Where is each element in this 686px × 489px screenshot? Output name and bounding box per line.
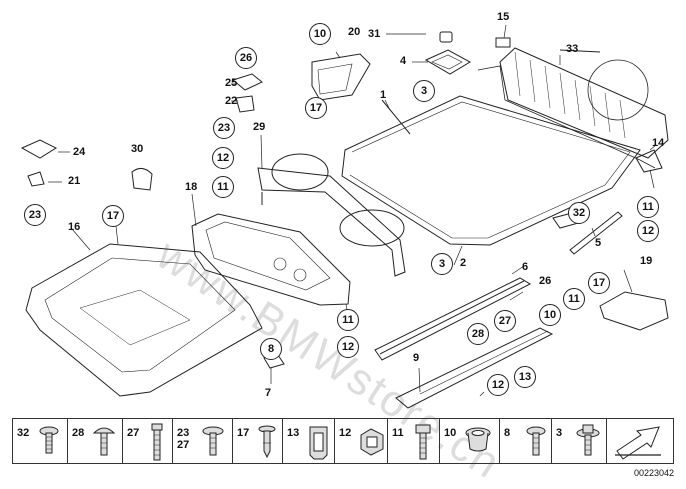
callout-18: 18 [185,181,198,193]
callout-1: 1 [380,89,387,101]
callout-11-circle-right: 11 [637,196,659,218]
callout-17-circle-right: 17 [588,272,610,294]
callout-12-circle-right: 12 [637,220,659,242]
callout-12-circle-rail: 12 [487,374,509,396]
fastener-label: 8 [504,427,511,439]
load-sill-cover [499,47,669,159]
flange-screw-icon [202,426,224,456]
callout-12-circle: 12 [212,147,234,169]
callout-22: 22 [225,95,238,107]
long-screw-icon [151,423,163,461]
fastener-label: 27 [127,427,140,439]
callout-3-circle-lower: 3 [431,253,453,275]
callout-32-circle: 32 [568,202,590,224]
bracket-frame [257,167,406,277]
callout-14: 14 [652,137,665,149]
arrow-cell [607,419,673,463]
fastener-label: 12 [339,427,352,439]
flange-bolt-icon [576,424,600,456]
fastener-27: 27 [123,419,173,463]
fastener-label: 3 [556,427,563,439]
callout-33: 33 [566,43,579,55]
callout-26-circle: 26 [235,47,257,69]
callout-31: 31 [368,28,381,40]
callout-11-circle-rail: 11 [563,288,585,310]
fastener-label: 11 [392,427,404,439]
fastener-label: 17 [237,427,250,439]
spring-clip-icon [309,426,328,460]
tool-tray [191,213,351,306]
expanding-rivet-icon [258,425,276,459]
callout-27-circle: 27 [494,310,516,332]
fastener-12: 12 [335,419,388,463]
document-number: 00223042 [633,468,674,478]
callout-16: 16 [68,221,81,233]
trunk-floor-cover [341,95,641,246]
fastener-28: 28 [68,419,123,463]
fastener-8: 8 [500,419,552,463]
callout-4: 4 [400,55,407,67]
callout-2: 2 [460,257,467,269]
callout-10-circle: 10 [309,23,331,45]
fastener-11: 11 [388,419,440,463]
plastic-nut-icon [360,428,384,456]
callout-11-circle: 11 [212,176,234,198]
callout-25: 25 [225,77,238,89]
flat-head-screw-icon [39,426,59,454]
callout-23-circle: 23 [213,117,235,139]
fastener-legend-strip: 32 28 27 23 27 17 13 12 11 [12,418,674,464]
callout-28-circle: 28 [467,323,489,345]
callout-10-circle-rail: 10 [539,304,561,326]
fastener-label: 28 [72,427,85,439]
callout-15: 15 [497,11,510,23]
callout-26-lower: 26 [539,275,552,287]
hex-bolt-icon [415,424,431,460]
callout-17-circle: 17 [305,97,327,119]
fastener-label: 13 [287,427,300,439]
callout-5: 5 [595,237,602,249]
fastener-23-27: 23 27 [173,419,233,463]
callout-30: 30 [131,143,144,155]
callout-13-circle: 13 [514,366,536,388]
fastener-13: 13 [283,419,335,463]
callout-24: 24 [73,146,86,158]
callout-9: 9 [413,352,420,364]
callout-3-circle: 3 [413,80,435,102]
fastener-17: 17 [233,419,283,463]
exploded-view-drawing [20,24,669,409]
callout-6: 6 [522,261,529,273]
fastener-3: 3 [552,419,607,463]
callout-29: 29 [253,121,266,133]
callout-7: 7 [265,387,272,399]
callout-21: 21 [68,175,81,187]
callout-12-circle-tray: 12 [337,336,359,358]
callout-23-circle-left: 23 [24,204,46,226]
trunk-tray [25,243,263,397]
callout-17-circle-tray: 17 [102,205,124,227]
callout-11-circle-tray: 11 [337,309,359,331]
pan-head-bolt-icon [92,427,116,456]
trim-rail [374,277,532,361]
torx-screw-icon [526,426,546,456]
plug-grommet-icon [465,427,491,452]
callout-19: 19 [640,255,653,267]
callout-20: 20 [348,26,361,38]
fastener-label: 23 27 [177,427,190,451]
arrow-icon [615,426,661,460]
fastener-32: 32 [13,419,68,463]
fastener-label: 10 [444,427,457,439]
fastener-label: 32 [17,427,30,439]
fastener-10: 10 [440,419,500,463]
callout-8-circle: 8 [260,338,282,360]
